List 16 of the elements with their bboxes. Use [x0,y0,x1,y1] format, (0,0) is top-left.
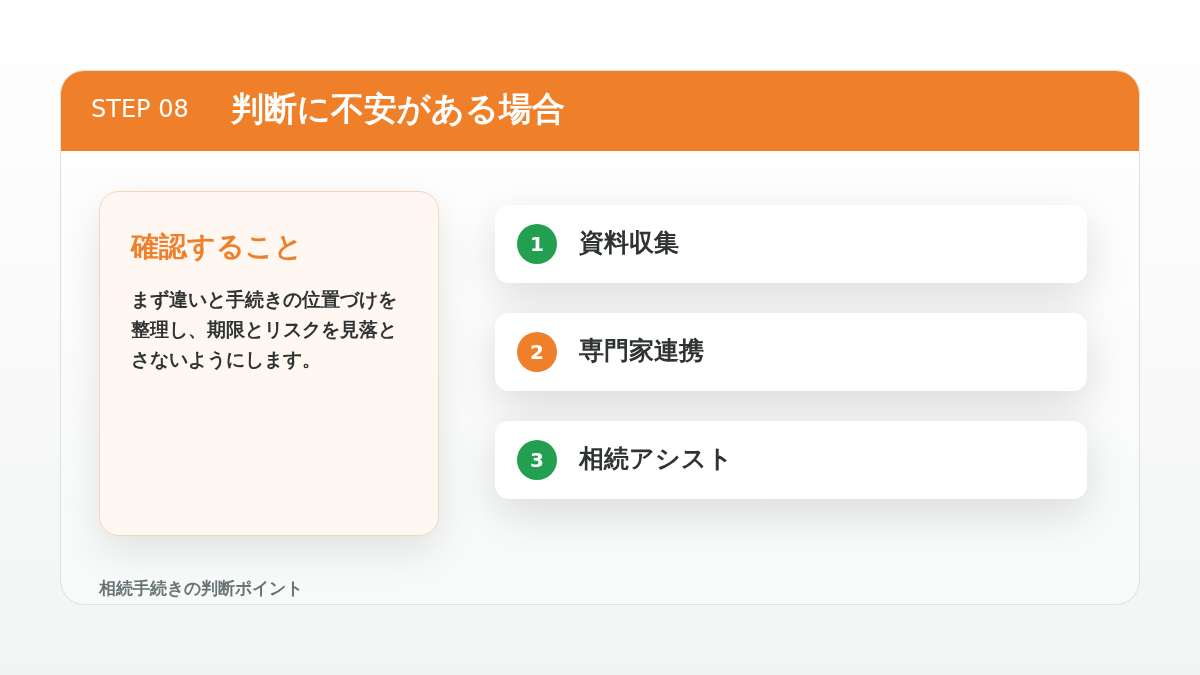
footer-text: 相続手続きの判断ポイント [99,577,303,600]
number-badge: 1 [517,224,557,264]
item-title: 相続アシスト [579,443,733,475]
item-card [495,313,1087,391]
number-badge: 3 [517,440,557,480]
header-title: 判断に不安がある場合 [231,88,565,130]
item-card [495,205,1087,283]
content-card [60,70,1140,605]
number-badge: 2 [517,332,557,372]
info-panel [99,191,439,536]
panel-heading: 確認すること [131,229,303,265]
step-label: STEP 08 [91,94,189,125]
panel-text: まず違いと手続きの位置づけを整理し、期限とリスクを見落とさないようにします。 [131,287,398,372]
item-title: 資料収集 [579,227,679,259]
item-card [495,421,1087,499]
item-title: 専門家連携 [579,335,704,367]
